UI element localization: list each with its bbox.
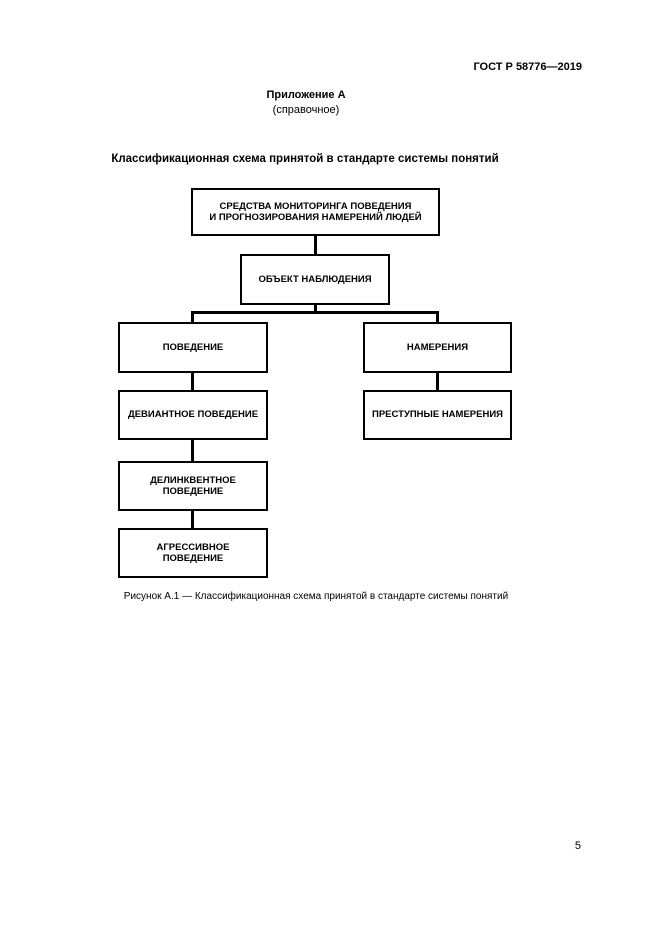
diagram-node-observation-object: ОБЪЕКТ НАБЛЮДЕНИЯ [240,254,390,305]
connector-intentions-to-criminal [436,373,439,390]
connector-delinquent-to-aggressive [191,511,194,528]
diagram-node-monitoring-means: СРЕДСТВА МОНИТОРИНГА ПОВЕДЕНИЯ И ПРОГНОЗ… [191,188,440,236]
connector-branch-horizontal [191,311,439,314]
node-label-line: АГРЕССИВНОЕ [156,541,230,553]
appendix-title: Приложение А [266,89,346,101]
connector-root-to-object [314,236,317,254]
diagram-node-criminal-intentions: ПРЕСТУПНЫЕ НАМЕРЕНИЯ [363,390,512,440]
diagram-node-intentions: НАМЕРЕНИЯ [363,322,512,373]
diagram-node-delinquent-behavior: ДЕЛИНКВЕНТНОЕ ПОВЕДЕНИЕ [118,461,268,511]
node-label-line: СРЕДСТВА МОНИТОРИНГА ПОВЕДЕНИЯ [219,200,412,212]
node-label-line: НАМЕРЕНИЯ [406,341,469,353]
diagram-node-deviant-behavior: ДЕВИАНТНОЕ ПОВЕДЕНИЕ [118,390,268,440]
node-label-line: ПРЕСТУПНЫЕ НАМЕРЕНИЯ [372,409,503,421]
connector-object-stub [314,305,317,314]
node-label-line: И ПРОГНОЗИРОВАНИЯ НАМЕРЕНИЙ ЛЮДЕЙ [209,212,422,223]
figure-caption: Рисунок А.1 — Классификационная схема пр… [123,591,509,602]
connector-deviant-to-delinquent [191,440,194,461]
appendix-subtitle: (справочное) [272,104,340,116]
page-number: 5 [574,840,581,852]
connector-branch-to-intentions [436,312,439,322]
connector-behavior-to-deviant [191,373,194,390]
diagram-node-aggressive-behavior: АГРЕССИВНОЕ ПОВЕДЕНИЕ [118,528,268,578]
diagram-node-behavior: ПОВЕДЕНИЕ [118,322,268,373]
node-label-line: ПОВЕДЕНИЕ [162,553,224,564]
section-title: Классификационная схема принятой в станд… [111,153,499,165]
connector-branch-to-behavior [191,312,194,322]
doc-code: ГОСТ Р 58776—2019 [473,61,582,73]
node-label-line: ДЕВИАНТНОЕ ПОВЕДЕНИЕ [127,409,259,421]
node-label-line: ОБЪЕКТ НАБЛЮДЕНИЯ [258,273,372,285]
node-label-line: ПОВЕДЕНИЕ [162,341,224,353]
node-label-line: ДЕЛИНКВЕНТНОЕ [150,474,236,486]
node-label-line: ПОВЕДЕНИЕ [162,486,224,497]
